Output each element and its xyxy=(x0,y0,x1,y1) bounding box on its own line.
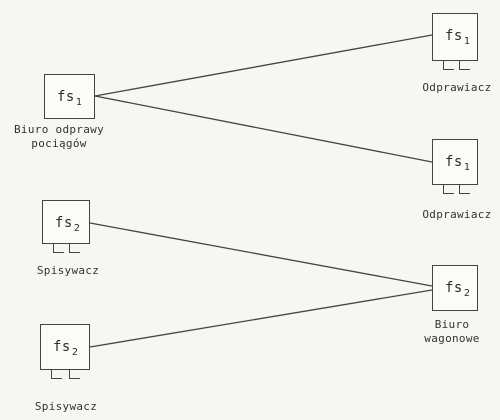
leg-right xyxy=(459,60,470,70)
node-label: Odprawiacz xyxy=(422,81,492,94)
node-tag: fs2 xyxy=(53,339,79,358)
node-odprawiacz-2: fs1 xyxy=(432,139,478,194)
node-tag: fs1 xyxy=(445,154,471,173)
leg-left xyxy=(53,243,64,253)
node-biuro-odprawy: fs1 xyxy=(44,74,95,119)
node-label: Odprawiacz xyxy=(422,208,492,221)
node-tag: fs1 xyxy=(445,28,471,47)
node-label: Spisywacz xyxy=(36,264,100,277)
node-tag: fs2 xyxy=(55,215,81,234)
node-label: Spisywacz xyxy=(34,400,98,413)
link-biuro-odprawiacz-2 xyxy=(94,95,433,163)
node-tag: fs1 xyxy=(57,89,83,108)
node-spisywacz-2: fs2 xyxy=(40,324,90,379)
link-spisywacz-1-biuro-wagonowe xyxy=(89,222,433,287)
leg-right xyxy=(69,243,80,253)
node-spisywacz-1: fs2 xyxy=(42,200,90,253)
leg-left xyxy=(443,184,454,194)
node-odprawiacz-1: fs1 xyxy=(432,13,478,70)
leg-right xyxy=(459,184,470,194)
leg-right xyxy=(69,369,80,379)
link-spisywacz-2-biuro-wagonowe xyxy=(89,289,433,348)
leg-left xyxy=(443,60,454,70)
node-biuro-wagonowe: fs2 xyxy=(432,265,478,311)
node-label: Biuro odprawy pociągów xyxy=(14,123,104,150)
link-biuro-odprawiacz-1 xyxy=(94,34,433,97)
node-tag: fs2 xyxy=(445,280,471,299)
node-label: Biuro wagonowe xyxy=(424,318,480,345)
leg-left xyxy=(51,369,62,379)
